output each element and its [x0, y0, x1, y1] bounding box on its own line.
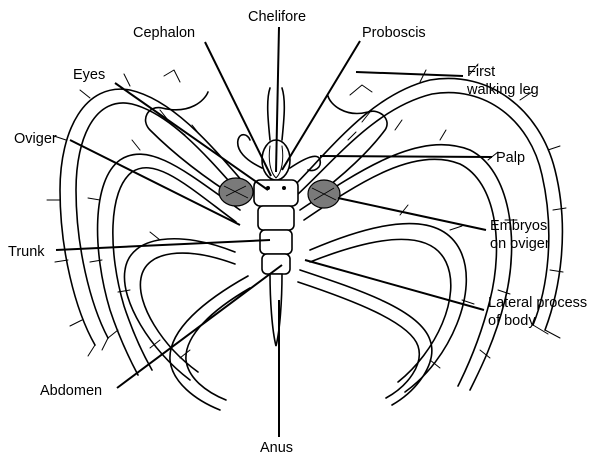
- label-abdomen: Abdomen: [40, 383, 102, 399]
- label-oviger: Oviger: [14, 131, 57, 147]
- label-first-walking-leg-line1: First: [467, 64, 495, 80]
- leader-cephalon: [205, 42, 271, 176]
- abdomen-segment: [270, 274, 282, 346]
- label-embryos-line2: on oviger: [490, 236, 550, 252]
- label-chelifore: Chelifore: [248, 9, 306, 25]
- sea-spider-illustration: [47, 64, 566, 410]
- leader-palp: [320, 156, 492, 157]
- left-walking-legs: [47, 70, 250, 410]
- label-trunk: Trunk: [8, 244, 45, 260]
- leader-trunk: [56, 240, 270, 250]
- proboscis-and-palps: [238, 135, 321, 180]
- leader-embryos: [338, 198, 486, 230]
- leader-first-walking-leg: [356, 72, 463, 76]
- label-embryos-line1: Embryos: [490, 218, 547, 234]
- labels: Chelifore Cephalon Proboscis Eyes First …: [8, 9, 587, 456]
- label-lateral-process-line2: of body: [488, 313, 536, 329]
- label-anus: Anus: [260, 440, 293, 456]
- label-eyes: Eyes: [73, 67, 105, 83]
- right-walking-legs: [290, 64, 566, 405]
- trunk-segments: [254, 180, 298, 274]
- label-palp: Palp: [496, 150, 525, 166]
- label-first-walking-leg-line2: walking leg: [466, 82, 539, 98]
- label-cephalon: Cephalon: [133, 25, 195, 41]
- leader-lateral-process: [305, 260, 484, 310]
- label-lateral-process-line1: Lateral process: [488, 295, 587, 311]
- leader-proboscis: [282, 41, 360, 170]
- label-proboscis: Proboscis: [362, 25, 426, 41]
